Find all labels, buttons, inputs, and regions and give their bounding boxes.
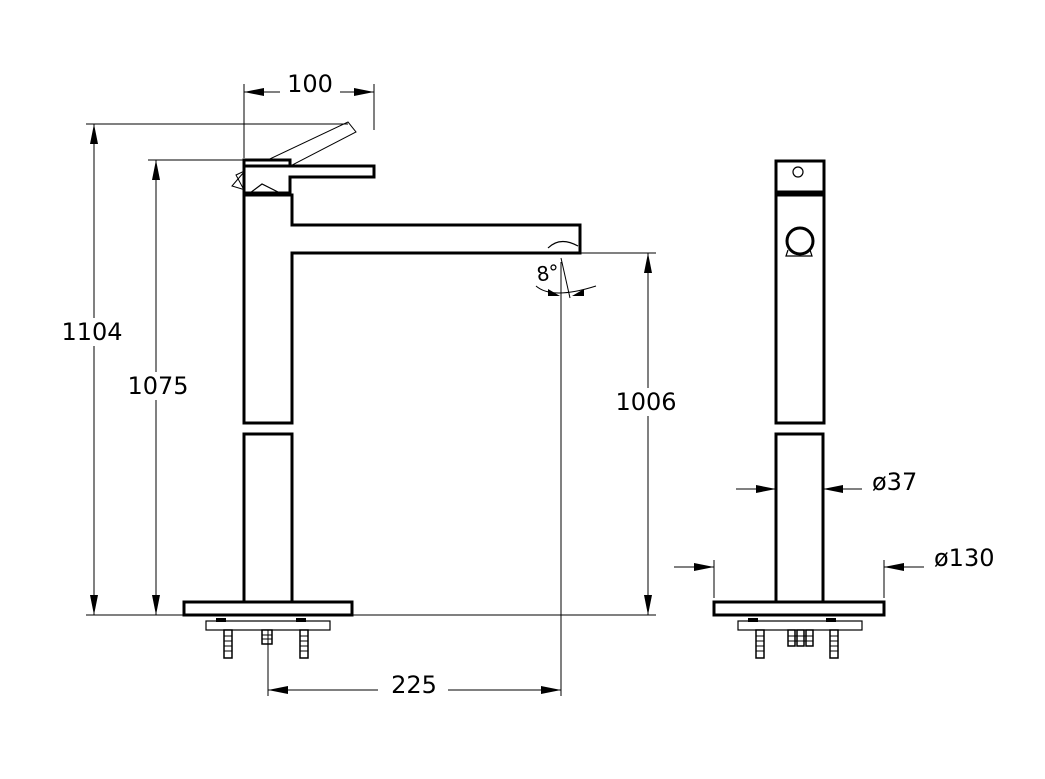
dim-label-1104: 1104 xyxy=(61,318,122,346)
dim-label-d130: ø130 xyxy=(934,544,995,572)
dim-label-8deg: 8° xyxy=(535,260,561,287)
front-handle-hole xyxy=(792,166,804,178)
front-body-lower xyxy=(774,432,825,604)
dim-base-diameter: ø130 xyxy=(674,544,995,598)
faucet-handle xyxy=(242,158,376,195)
base-plate xyxy=(182,600,354,659)
dim-spout-reach: 225 xyxy=(267,262,562,699)
dim-spout-angle: 8° xyxy=(535,257,597,299)
dim-handle-width: 100 xyxy=(243,70,375,158)
dim-body-diameter: ø37 xyxy=(736,468,917,496)
dim-spout-height: 1006 xyxy=(352,252,677,616)
faucet-body xyxy=(242,193,582,604)
front-spout-outlet xyxy=(785,226,815,256)
dim-label-d37: ø37 xyxy=(872,468,917,496)
dim-total-height: 1104 xyxy=(61,123,348,616)
side-view: 100 1104 1075 1 xyxy=(61,70,676,699)
front-view: ø37 ø130 xyxy=(674,159,995,659)
dim-body-height: 1075 xyxy=(127,159,244,615)
dim-label-1006: 1006 xyxy=(615,388,676,416)
dim-label-100: 100 xyxy=(287,70,333,98)
front-base-plate xyxy=(712,600,886,617)
dim-label-225: 225 xyxy=(391,671,437,699)
dim-label-1075: 1075 xyxy=(127,372,188,400)
